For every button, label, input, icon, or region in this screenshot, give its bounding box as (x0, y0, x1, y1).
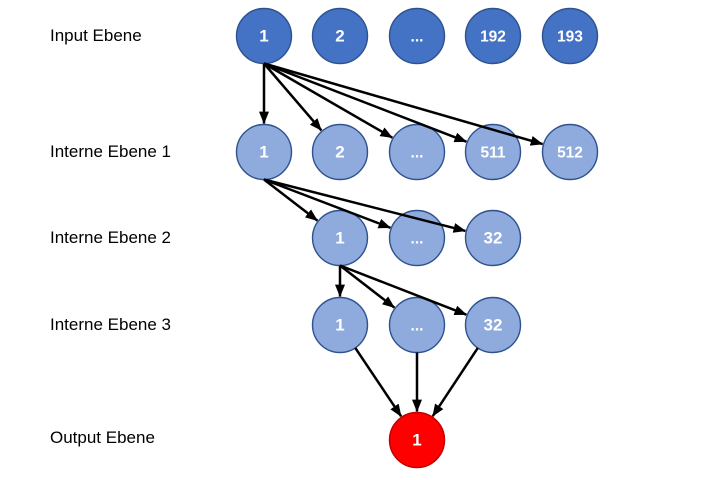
layer-label-interne-ebene-1: Interne Ebene 1 (50, 142, 171, 161)
layer-label-interne-ebene-3: Interne Ebene 3 (50, 315, 171, 334)
layer-output-ebene: 1 (388, 411, 446, 469)
arrow-l0n0-l1n1 (263, 62, 323, 132)
arrow-l2n0-l3n2 (339, 264, 467, 316)
node-label-interne-ebene-3-1: 1 (335, 316, 344, 335)
node-label-interne-ebene-1-1: 1 (259, 143, 268, 162)
node-label-interne-ebene-2-1: 1 (335, 229, 344, 248)
arrow-l3n0-l4n0 (354, 347, 403, 417)
node-interne-ebene-2-ellipsis (388, 209, 446, 267)
node-interne-ebene-3-32 (464, 296, 522, 354)
node-label-interne-ebene-1-2: 2 (335, 143, 344, 162)
connection-arrows (259, 62, 544, 417)
node-label-input-ebene-192: 192 (480, 29, 506, 46)
node-label-input-ebene-2: 2 (335, 27, 344, 46)
layer-input-ebene: 1 2... 192 193 (235, 7, 599, 65)
node-input-ebene-ellipsis (388, 7, 446, 65)
node-label-interne-ebene-1-512: 512 (557, 145, 583, 162)
node-interne-ebene-2-32 (464, 209, 522, 267)
node-input-ebene-192 (464, 7, 522, 65)
node-label-interne-ebene-2-32: 32 (484, 229, 503, 248)
arrow-l0n0-l1n2 (263, 62, 393, 139)
node-output-ebene-1 (388, 411, 446, 469)
node-input-ebene-193 (541, 7, 599, 65)
node-interne-ebene-3-1 (311, 296, 369, 354)
node-input-ebene-2 (311, 7, 369, 65)
arrow-l0n0-l1n3 (263, 62, 467, 143)
node-interne-ebene-1-ellipsis (388, 123, 446, 181)
layer-interne-ebene-2: 1... 32 (311, 209, 522, 267)
node-label-output-ebene-1: 1 (412, 431, 421, 450)
layer-interne-ebene-3: 1... 32 (311, 296, 522, 354)
node-label-input-ebene-193: 193 (557, 29, 583, 46)
arrow-l2n0-l3n1 (339, 264, 396, 309)
node-label-interne-ebene-3-32: 32 (484, 316, 503, 335)
arrow-l1n0-l2n0 (263, 178, 319, 222)
node-interne-ebene-1-2 (311, 123, 369, 181)
layer-label-input-ebene: Input Ebene (50, 26, 142, 45)
layer-label-output-ebene: Output Ebene (50, 428, 155, 447)
arrow-l1n0-l2n1 (263, 178, 391, 229)
arrow-l3n2-l4n0 (431, 347, 479, 417)
node-label-interne-ebene-1-511: 511 (480, 145, 505, 162)
node-interne-ebene-1-512 (541, 123, 599, 181)
layer-interne-ebene-1: 1 2... 511 512 (235, 123, 599, 181)
arrow-l0n0-l1n4 (263, 62, 544, 146)
node-label-input-ebene-ellipsis: ... (411, 29, 424, 46)
node-label-interne-ebene-3-ellipsis: ... (411, 318, 424, 335)
node-interne-ebene-1-511 (464, 123, 522, 181)
node-label-input-ebene-1: 1 (259, 27, 268, 46)
arrow-l1n0-l2n2 (263, 178, 467, 233)
layer-label-interne-ebene-2: Interne Ebene 2 (50, 228, 171, 247)
node-label-interne-ebene-1-ellipsis: ... (411, 145, 424, 162)
node-label-interne-ebene-2-ellipsis: ... (411, 231, 424, 248)
